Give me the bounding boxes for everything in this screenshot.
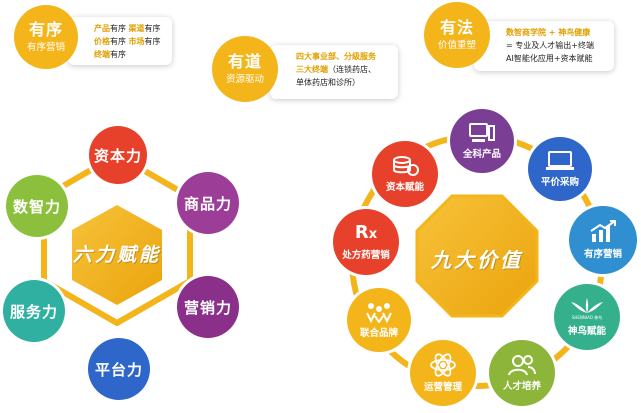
youdao-line-2: 三大终端（连锁药店、 <box>296 65 376 74</box>
nine-value-center-text: 九大价值 <box>431 248 523 272</box>
youxu-line-2: 价格有序 市场有序 <box>94 37 161 46</box>
value-shenniao: SHENNIAO 神鸟 神鸟赋能 <box>554 284 620 350</box>
value-capital: 资本赋能 <box>372 141 438 207</box>
value-full-product: 全科产品 <box>450 109 514 173</box>
computer-icon <box>468 122 496 144</box>
power-service: 服务力 <box>3 280 65 342</box>
value-talent: 人才培养 <box>489 340 555 406</box>
growth-chart-icon <box>588 220 618 244</box>
value-fair-purchase-label: 平价采购 <box>540 177 579 188</box>
value-rx-marketing-label: 处方药营销 <box>342 250 390 261</box>
laptop-icon <box>545 150 575 172</box>
value-capital-label: 资本赋能 <box>385 182 424 193</box>
power-product-label: 商品力 <box>183 194 232 213</box>
people-icon <box>507 354 537 376</box>
youxu-line-3: 终端有序 <box>94 50 126 59</box>
value-ordered-marketing-label: 有序营销 <box>583 249 622 260</box>
youfa-badge: 有法 价值重塑 <box>424 2 490 68</box>
power-product: 商品力 <box>177 172 239 234</box>
youdao-title: 有道 <box>227 51 262 71</box>
youxu-line-1: 产品有序 渠道有序 <box>94 24 161 33</box>
atom-icon <box>428 353 458 377</box>
youdao-line-1: 四大事业部、分级服务 <box>296 52 376 61</box>
youfa-card: 数智商学院 + 神鸟健康 = 专业及人才输出+终端 AI智能化应用+资本赋能 <box>474 21 614 71</box>
value-operation: 运营管理 <box>410 340 476 406</box>
power-marketing: 营销力 <box>177 276 239 338</box>
value-co-brand-label: 联合品牌 <box>359 328 398 339</box>
brand-people-icon <box>365 301 393 323</box>
power-platform-label: 平台力 <box>94 360 143 379</box>
power-digital: 数智力 <box>6 175 68 237</box>
value-fair-purchase: 平价采购 <box>528 137 592 201</box>
power-marketing-label: 营销力 <box>183 298 232 317</box>
youdao-subtitle: 资源驱动 <box>225 73 264 85</box>
value-operation-label: 运营管理 <box>423 382 462 393</box>
shenniao-logo-icon <box>570 297 604 315</box>
youfa-line-2: = 专业及人才输出+终端 <box>506 41 594 50</box>
youfa-line-3: AI智能化应用+资本赋能 <box>506 54 593 63</box>
value-ordered-marketing: 有序营销 <box>569 206 637 274</box>
value-co-brand: 联合品牌 <box>347 288 411 352</box>
shenniao-caption: SHENNIAO 神鸟 <box>571 315 603 320</box>
value-full-product-label: 全科产品 <box>462 149 501 160</box>
youfa-title: 有法 <box>439 17 474 37</box>
power-capital-label: 资本力 <box>93 146 142 165</box>
youxu-subtitle: 有序营销 <box>26 41 65 53</box>
youdao-line-3: 单体药店和诊所） <box>296 78 360 87</box>
youxu-title: 有序 <box>28 19 63 39</box>
youxu-badge: 有序 有序营销 <box>14 5 78 69</box>
youfa-line-1: 数智商学院 + 神鸟健康 <box>506 28 591 37</box>
power-digital-label: 数智力 <box>12 197 61 216</box>
youfa-subtitle: 价值重塑 <box>437 39 476 51</box>
youxu-card: 产品有序 渠道有序 价格有序 市场有序 终端有序 <box>68 17 172 65</box>
coins-icon <box>390 155 420 177</box>
power-capital: 资本力 <box>89 126 147 184</box>
six-power-center-text: 六力赋能 <box>72 244 161 266</box>
power-platform: 平台力 <box>88 338 150 400</box>
youdao-card: 四大事业部、分级服务 三大终端（连锁药店、 单体药店和诊所） <box>270 45 398 99</box>
power-service-label: 服务力 <box>9 302 58 321</box>
youdao-badge: 有道 资源驱动 <box>212 36 278 102</box>
value-talent-label: 人才培养 <box>502 381 541 392</box>
value-rx-marketing: Rx 处方药营销 <box>333 209 399 275</box>
value-shenniao-label: 神鸟赋能 <box>567 326 606 337</box>
rx-icon: Rx <box>354 222 378 243</box>
